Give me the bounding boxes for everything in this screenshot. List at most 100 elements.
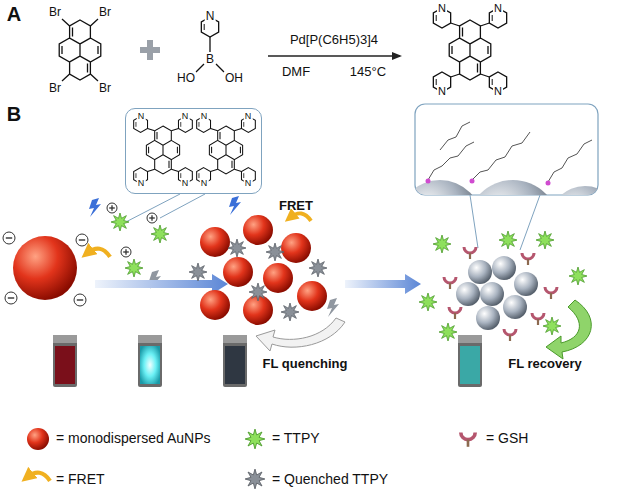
ttpy-star <box>499 231 517 249</box>
ttpy-molecule <box>134 116 193 183</box>
gsh-symbol <box>464 247 476 259</box>
gsh-aunp-inset <box>415 122 598 195</box>
gsh-chain <box>440 122 470 150</box>
aunp-sphere <box>549 186 598 195</box>
grey-bolt <box>327 298 339 317</box>
positive-charge <box>147 213 157 223</box>
atom-label: N <box>244 179 253 188</box>
aunp-sphere <box>200 290 230 320</box>
legend-text: = FRET <box>56 472 105 487</box>
process-label: FL quenching <box>263 357 348 371</box>
legend-text: = monodispersed AuNPs <box>56 431 210 446</box>
ttpy-star <box>419 293 437 311</box>
aunp-sphere <box>281 233 311 263</box>
aunp-sphere <box>468 260 492 284</box>
positive-charge <box>121 247 131 257</box>
atom-label: N <box>181 112 190 121</box>
negative-charge <box>3 232 15 244</box>
thiol-dot <box>470 179 475 184</box>
atom-label: N <box>437 3 447 15</box>
gsh-symbol <box>545 287 557 299</box>
bond-lines <box>196 37 224 72</box>
cuvette <box>138 335 162 387</box>
atom-label: N <box>493 86 503 98</box>
cuvette-solution <box>140 346 160 384</box>
quenched-star <box>228 239 246 257</box>
fret-arrow <box>87 249 110 257</box>
legend-sample <box>27 473 50 481</box>
legend-sample <box>27 428 49 450</box>
ttpy-star <box>439 323 457 341</box>
quenched-star <box>281 303 299 321</box>
gsh-chain <box>428 142 474 180</box>
positive-charge <box>107 203 117 213</box>
ttpy-molecule <box>197 116 256 183</box>
atom-label: N <box>137 112 146 121</box>
cuvette-solution <box>225 346 245 384</box>
gsh-symbol <box>532 313 544 325</box>
thiol-dot <box>426 179 431 184</box>
ttpy-star <box>111 213 129 231</box>
atom-label: OH <box>224 72 244 85</box>
quenched-star <box>266 243 284 261</box>
atom-label: B <box>205 53 215 66</box>
ttpy-star <box>151 225 169 243</box>
inset-background <box>125 108 262 194</box>
thiol-dot <box>546 181 551 186</box>
plus-sign <box>147 40 153 60</box>
gsh-symbol <box>444 277 456 289</box>
gsh-symbol <box>449 307 461 319</box>
product-molecule <box>433 8 506 92</box>
quenched-star <box>249 283 267 301</box>
ttpy-star <box>569 267 587 285</box>
temperature-label: 145°C <box>350 65 386 79</box>
process-label: FRET <box>279 199 313 213</box>
process-label: FL recovery <box>508 357 581 371</box>
aunp-sphere <box>223 257 253 287</box>
negative-charge <box>76 234 88 246</box>
inset-box: NNNNNNNN <box>125 108 262 194</box>
panel-label: B <box>7 104 21 125</box>
atom-label: N <box>200 179 209 188</box>
aunp-sphere <box>467 180 559 195</box>
aunp-sphere <box>297 281 327 311</box>
aunp-sphere <box>476 306 500 330</box>
negative-charge <box>74 294 86 306</box>
cuvette <box>53 335 77 387</box>
quench-arrow <box>256 318 345 351</box>
ttpy-star <box>543 317 561 335</box>
process-arrow <box>95 274 228 294</box>
legend-sample <box>245 469 265 489</box>
aunp-sphere <box>13 236 77 300</box>
panel-label: A <box>7 4 21 25</box>
atom-label: Br <box>48 82 62 95</box>
process-arrow <box>345 274 421 294</box>
aunp-sphere <box>200 227 230 257</box>
atom-label: N <box>181 179 190 188</box>
leader-line <box>120 194 180 225</box>
aunp-sphere <box>243 215 273 245</box>
negative-charge <box>5 292 17 304</box>
cuvette <box>458 335 482 387</box>
leader-line <box>470 195 478 248</box>
legend-sample <box>245 429 265 449</box>
legend-text: = TTPY <box>272 431 320 446</box>
solvent-label: DMF <box>282 65 310 79</box>
legend-text: = GSH <box>486 431 528 446</box>
catalyst-label: Pd[P(C6H5)3]4 <box>290 33 378 47</box>
atom-label: N <box>205 10 216 23</box>
bond-lines <box>62 19 98 81</box>
atom-label: N <box>137 179 146 188</box>
legend-text: = Quenched TTPY <box>272 472 388 487</box>
pyrene-core <box>59 20 101 80</box>
gsh-chain <box>548 140 592 182</box>
gsh-symbol <box>504 329 516 341</box>
quenched-star <box>189 263 207 281</box>
aunp-sphere <box>263 263 293 293</box>
ttpy-star <box>536 231 554 249</box>
excitation-bolt <box>229 196 241 215</box>
fret-arrow <box>290 213 311 221</box>
reaction-arrow <box>268 55 400 57</box>
aunp-sphere <box>514 272 538 296</box>
legend-sample <box>461 432 475 446</box>
